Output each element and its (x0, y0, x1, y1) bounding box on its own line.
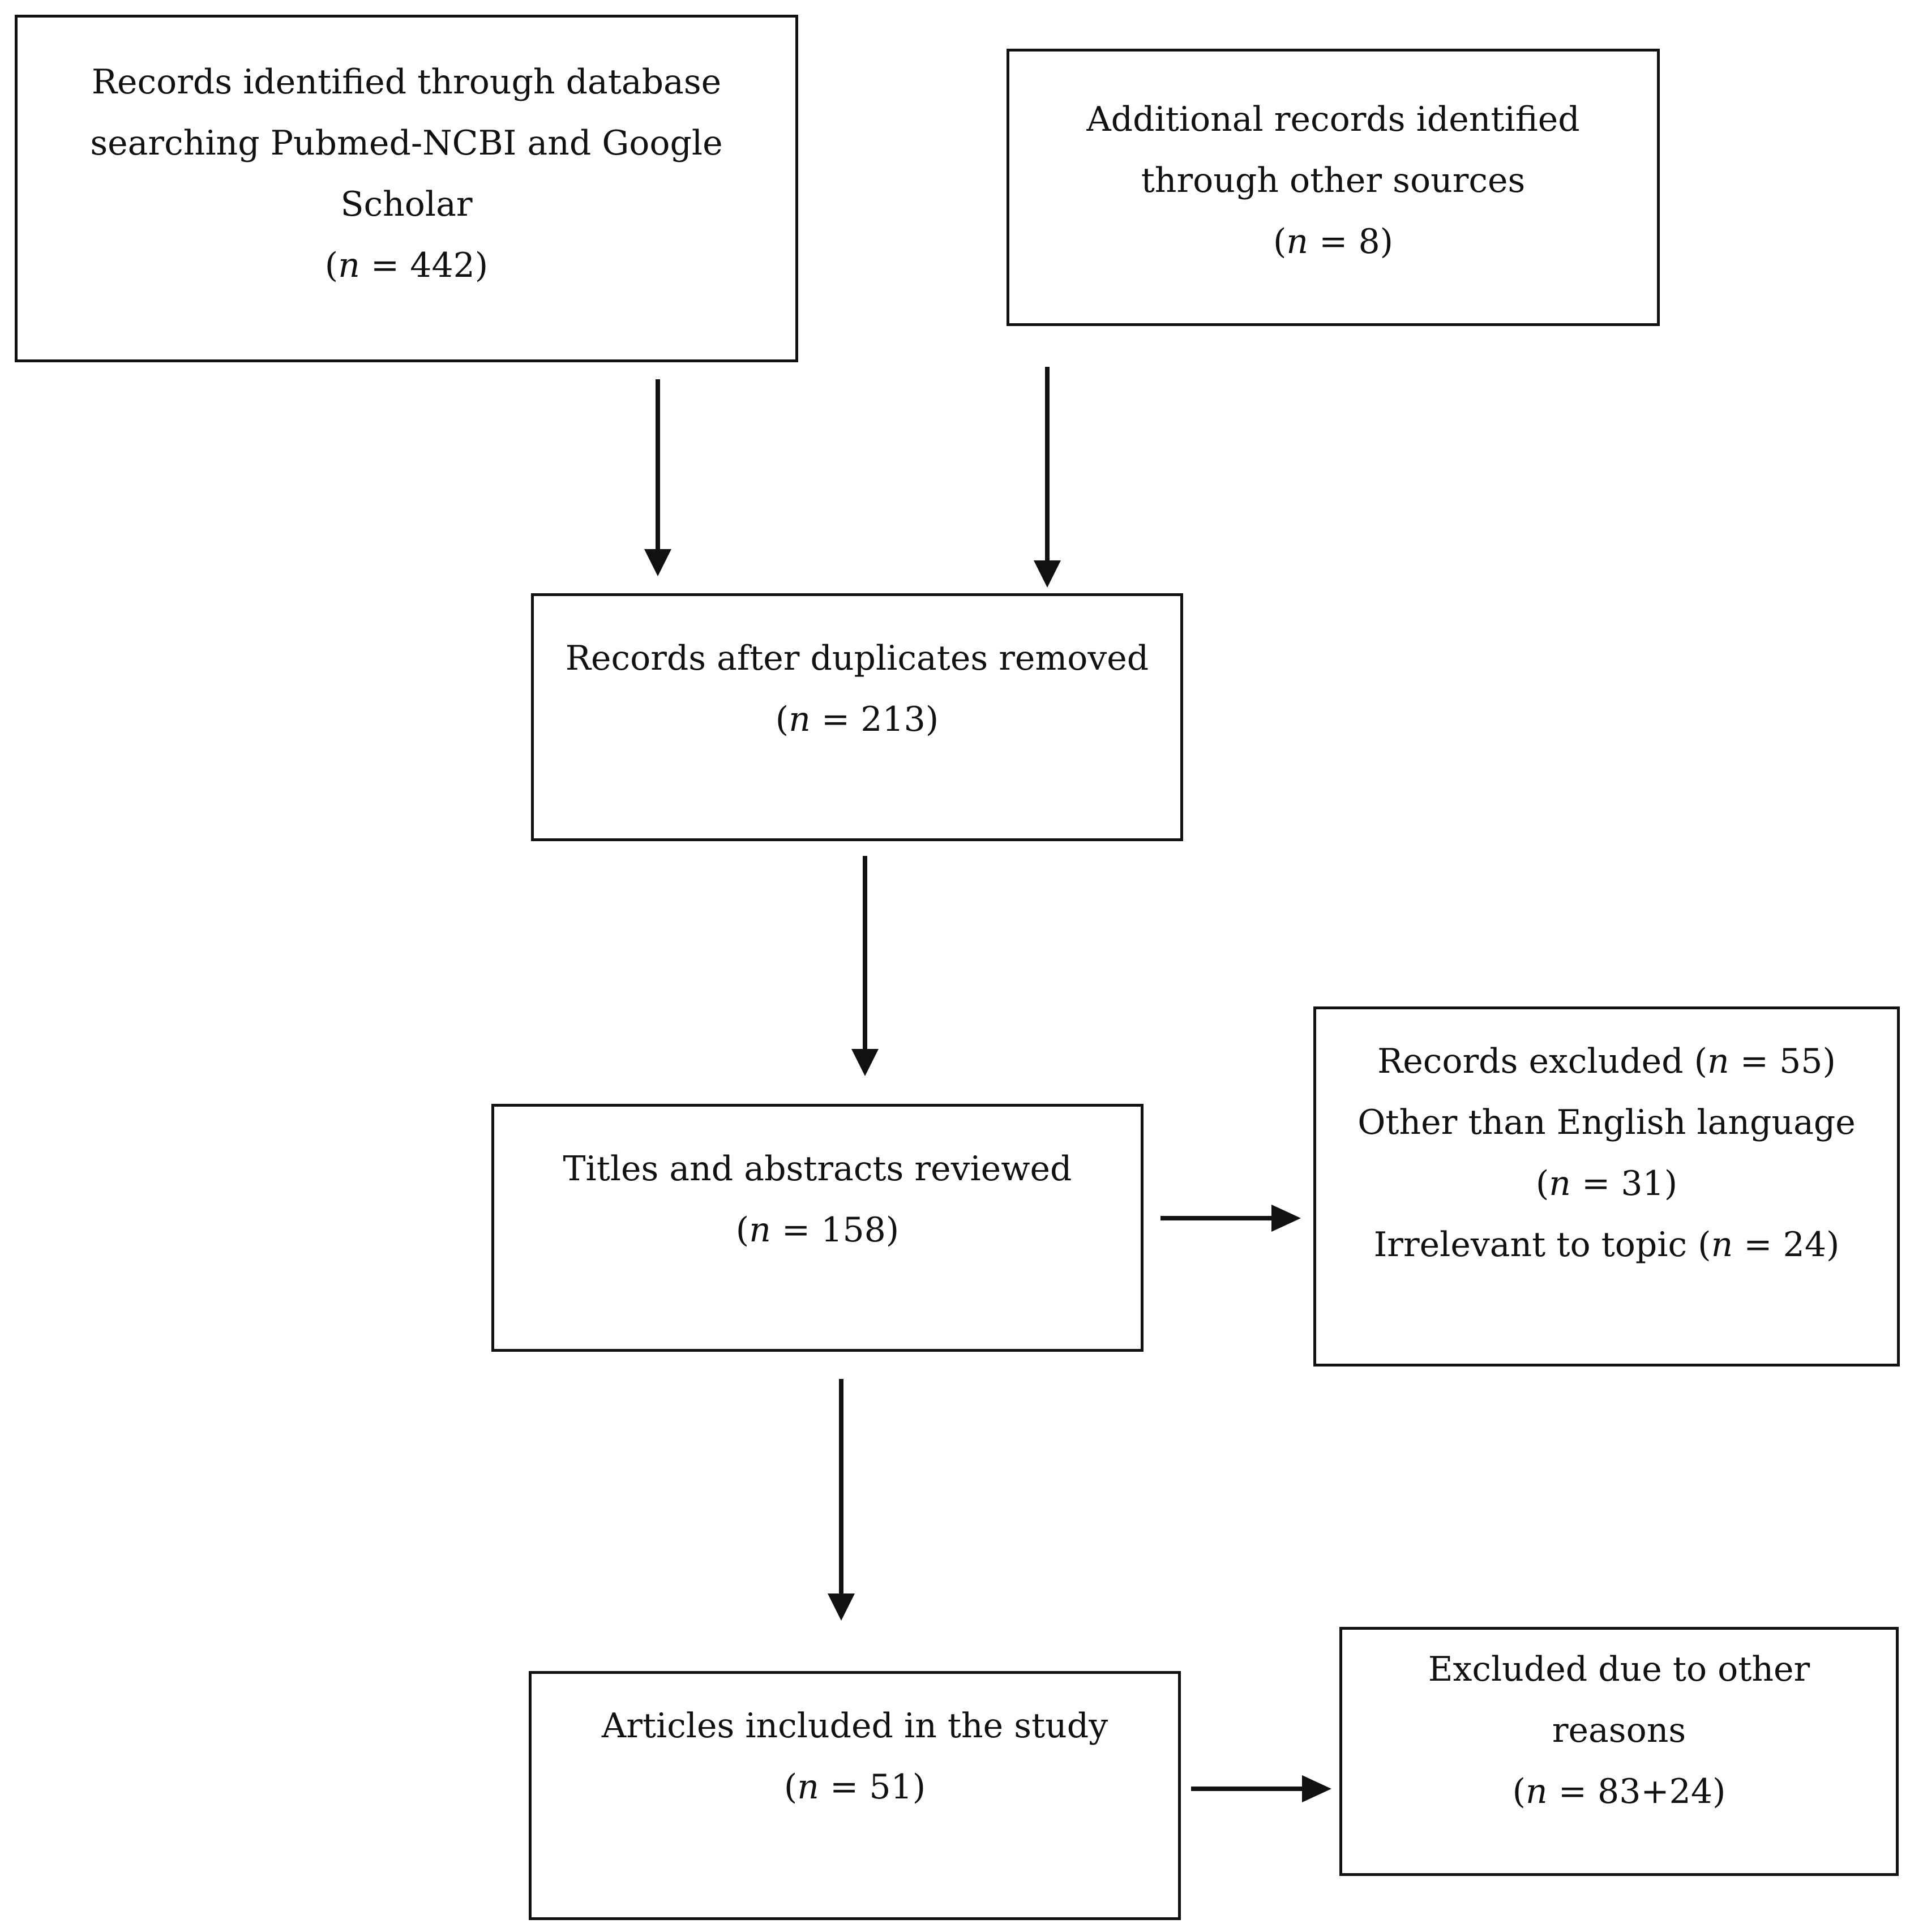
excluded-other-text: Excluded due to other reasons (n = 83+24… (1342, 1639, 1896, 1822)
identified-other-count-open: ( (1273, 222, 1287, 262)
excluded-other-count-open: ( (1512, 1772, 1526, 1811)
identified-db-count: (n = 442) (18, 235, 795, 296)
excluded-line-1: Records excluded (n = 55) (1316, 1031, 1897, 1092)
identified-db-count-value: = 442) (359, 246, 489, 285)
after-duplicates-box: Records after duplicates removed (n = 21… (531, 593, 1183, 841)
screened-count-open: ( (735, 1210, 750, 1250)
screened-count-n: n (749, 1210, 771, 1250)
excluded-other-line-2: reasons (1552, 1711, 1686, 1750)
identified-db-count-open: ( (324, 246, 339, 285)
excluded-line-3-value: = 31) (1570, 1164, 1678, 1203)
identified-other-line-2: through other sources (1141, 161, 1526, 200)
arrow-included-to-excluded-other (1191, 1775, 1331, 1802)
arrow-db-to-duplicates (644, 379, 671, 576)
after-duplicates-count: (n = 213) (534, 689, 1180, 750)
included-count-value: = 51) (819, 1767, 926, 1807)
excluded-line-1-n: n (1707, 1042, 1729, 1081)
identified-other-line-1: Additional records identified (1086, 100, 1580, 139)
arrow-other-to-duplicates (1034, 367, 1061, 588)
after-duplicates-text: Records after duplicates removed (n = 21… (534, 628, 1180, 750)
identified-db-line-3: Scholar (340, 185, 473, 224)
identified-db-text: Records identified through database sear… (18, 52, 795, 296)
identified-db-line-1: Records identified through database (91, 62, 722, 102)
included-count: (n = 51) (532, 1757, 1178, 1818)
identified-db-box: Records identified through database sear… (15, 15, 798, 362)
arrow-screened-to-excluded (1160, 1205, 1301, 1232)
excluded-line-3-n: n (1549, 1164, 1571, 1203)
screened-count: (n = 158) (494, 1200, 1141, 1261)
excluded-other-box: Excluded due to other reasons (n = 83+24… (1339, 1627, 1899, 1876)
after-duplicates-line-1: Records after duplicates removed (565, 639, 1149, 678)
identified-other-box: Additional records identified through ot… (1007, 49, 1660, 326)
arrow-screened-to-included (828, 1379, 855, 1621)
after-duplicates-count-open: ( (775, 700, 789, 739)
included-count-open: ( (783, 1767, 798, 1807)
after-duplicates-count-n: n (789, 700, 811, 739)
identified-other-count-value: = 8) (1308, 222, 1394, 262)
arrow-duplicates-to-screened (851, 856, 879, 1076)
excluded-line-3-open: ( (1535, 1164, 1549, 1203)
included-box: Articles included in the study (n = 51) (529, 1671, 1181, 1920)
screened-line-1: Titles and abstracts reviewed (563, 1149, 1072, 1189)
after-duplicates-count-value: = 213) (810, 700, 939, 739)
excluded-line-4: Irrelevant to topic (n = 24) (1316, 1214, 1897, 1275)
excluded-line-1-pre: Records excluded ( (1377, 1042, 1708, 1081)
included-text: Articles included in the study (n = 51) (532, 1695, 1178, 1818)
excluded-line-3: (n = 31) (1316, 1153, 1897, 1214)
excluded-text: Records excluded (n = 55) Other than Eng… (1316, 1031, 1897, 1275)
excluded-other-count: (n = 83+24) (1342, 1761, 1896, 1822)
screened-text: Titles and abstracts reviewed (n = 158) (494, 1138, 1141, 1261)
excluded-line-1-value: = 55) (1729, 1042, 1836, 1081)
identified-db-count-n: n (338, 246, 360, 285)
excluded-line-4-n: n (1711, 1225, 1733, 1265)
excluded-other-count-n: n (1525, 1772, 1548, 1811)
identified-other-count: (n = 8) (1009, 211, 1657, 272)
excluded-box: Records excluded (n = 55) Other than Eng… (1313, 1006, 1900, 1366)
identified-other-text: Additional records identified through ot… (1009, 89, 1657, 272)
screened-box: Titles and abstracts reviewed (n = 158) (491, 1104, 1144, 1352)
identified-db-line-2: searching Pubmed-NCBI and Google (90, 123, 723, 163)
excluded-line-2: Other than English language (1357, 1103, 1856, 1142)
identified-other-count-n: n (1286, 222, 1309, 262)
excluded-other-count-value: = 83+24) (1547, 1772, 1726, 1811)
excluded-line-4-value: = 24) (1733, 1225, 1840, 1265)
screened-count-value: = 158) (770, 1210, 900, 1250)
excluded-other-line-1: Excluded due to other (1428, 1650, 1810, 1689)
excluded-line-4-pre: Irrelevant to topic ( (1373, 1225, 1711, 1265)
included-line-1: Articles included in the study (601, 1706, 1108, 1746)
included-count-n: n (797, 1767, 819, 1807)
